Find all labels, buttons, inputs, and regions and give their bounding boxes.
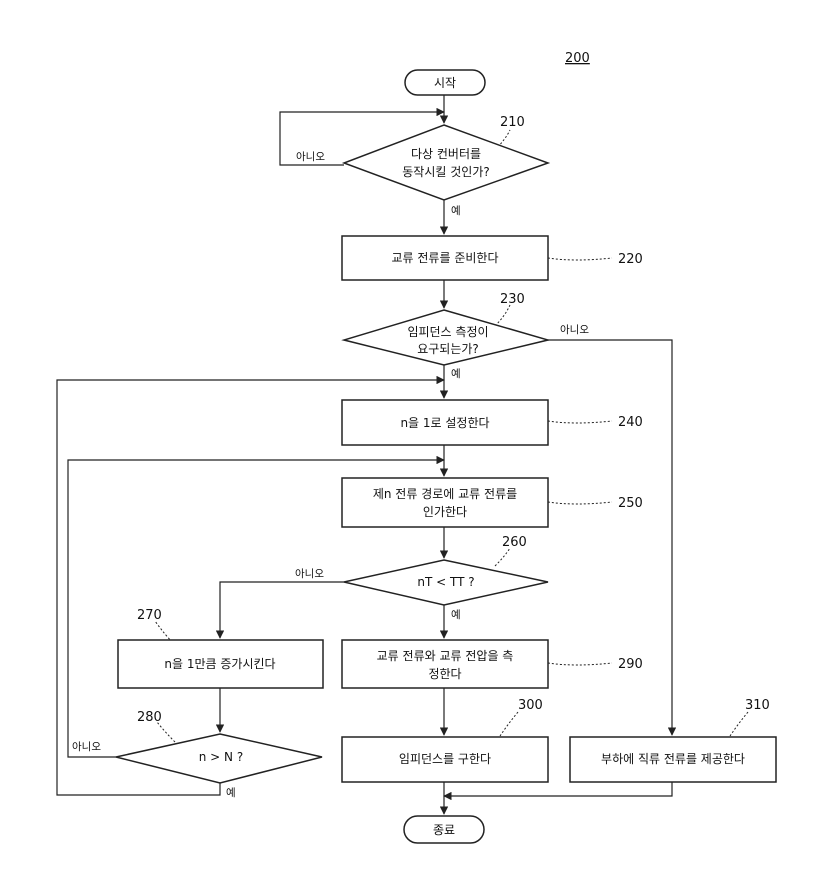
svg-text:종료: 종료: [433, 823, 455, 837]
label-280-no: 아니오: [72, 741, 101, 753]
svg-text:210: 210: [500, 115, 525, 130]
svg-text:270: 270: [137, 608, 162, 623]
edge-260-270: [220, 582, 344, 638]
svg-text:290: 290: [618, 657, 643, 672]
svg-text:nT < TT ?: nT < TT ?: [417, 575, 474, 589]
start-node: 시작: [405, 70, 485, 95]
svg-text:240: 240: [618, 415, 643, 430]
svg-text:부하에 직류 전류를 제공한다: 부하에 직류 전류를 제공한다: [601, 752, 745, 766]
svg-text:요구되는가?: 요구되는가?: [417, 342, 479, 356]
svg-text:310: 310: [745, 698, 770, 713]
svg-text:220: 220: [618, 252, 643, 267]
label-280-yes: 예: [226, 786, 236, 799]
svg-text:250: 250: [618, 496, 643, 511]
svg-text:제n 전류 경로에 교류 전류를: 제n 전류 경로에 교류 전류를: [373, 487, 517, 501]
svg-text:n을 1로 설정한다: n을 1로 설정한다: [400, 416, 489, 430]
decision-280: n > N ? 280: [116, 710, 322, 783]
svg-text:교류 전류를 준비한다: 교류 전류를 준비한다: [392, 251, 499, 265]
process-220: 교류 전류를 준비한다 220: [342, 236, 643, 280]
svg-text:300: 300: [518, 698, 543, 713]
svg-text:n > N ?: n > N ?: [199, 750, 243, 764]
svg-text:시작: 시작: [434, 76, 456, 90]
svg-text:230: 230: [500, 292, 525, 307]
edge-230-310: [548, 340, 672, 735]
label-230-yes: 예: [451, 367, 461, 380]
figure-number: 200: [565, 51, 590, 66]
label-260-yes: 예: [451, 608, 461, 621]
process-300: 임피던스를 구한다 300: [342, 698, 548, 782]
label-210-no: 아니오: [296, 151, 325, 163]
end-node: 종료: [404, 816, 484, 843]
process-250: 제n 전류 경로에 교류 전류를 인가한다 250: [342, 478, 643, 527]
svg-text:정한다: 정한다: [428, 667, 461, 681]
decision-230: 임피던스 측정이 요구되는가? 230: [344, 292, 548, 365]
decision-260: nT < TT ? 260: [344, 535, 548, 605]
process-310: 부하에 직류 전류를 제공한다 310: [570, 698, 776, 782]
decision-210: 다상 컨버터를 동작시킬 것인가? 210: [344, 115, 548, 200]
svg-text:n을 1만큼 증가시킨다: n을 1만큼 증가시킨다: [164, 657, 275, 671]
label-210-yes: 예: [451, 204, 461, 217]
svg-text:260: 260: [502, 535, 527, 550]
svg-text:임피던스 측정이: 임피던스 측정이: [407, 325, 488, 339]
edge-310-end: [444, 782, 672, 796]
connectors: [57, 95, 672, 814]
label-230-no: 아니오: [560, 324, 589, 336]
label-260-no: 아니오: [295, 568, 324, 580]
svg-text:인가한다: 인가한다: [423, 505, 467, 519]
svg-text:교류 전류와 교류 전압을 측: 교류 전류와 교류 전압을 측: [377, 649, 514, 663]
svg-text:임피던스를 구한다: 임피던스를 구한다: [399, 752, 491, 766]
svg-text:다상 컨버터를: 다상 컨버터를: [411, 147, 481, 161]
svg-text:280: 280: [137, 710, 162, 725]
svg-text:동작시킬 것인가?: 동작시킬 것인가?: [402, 165, 489, 179]
